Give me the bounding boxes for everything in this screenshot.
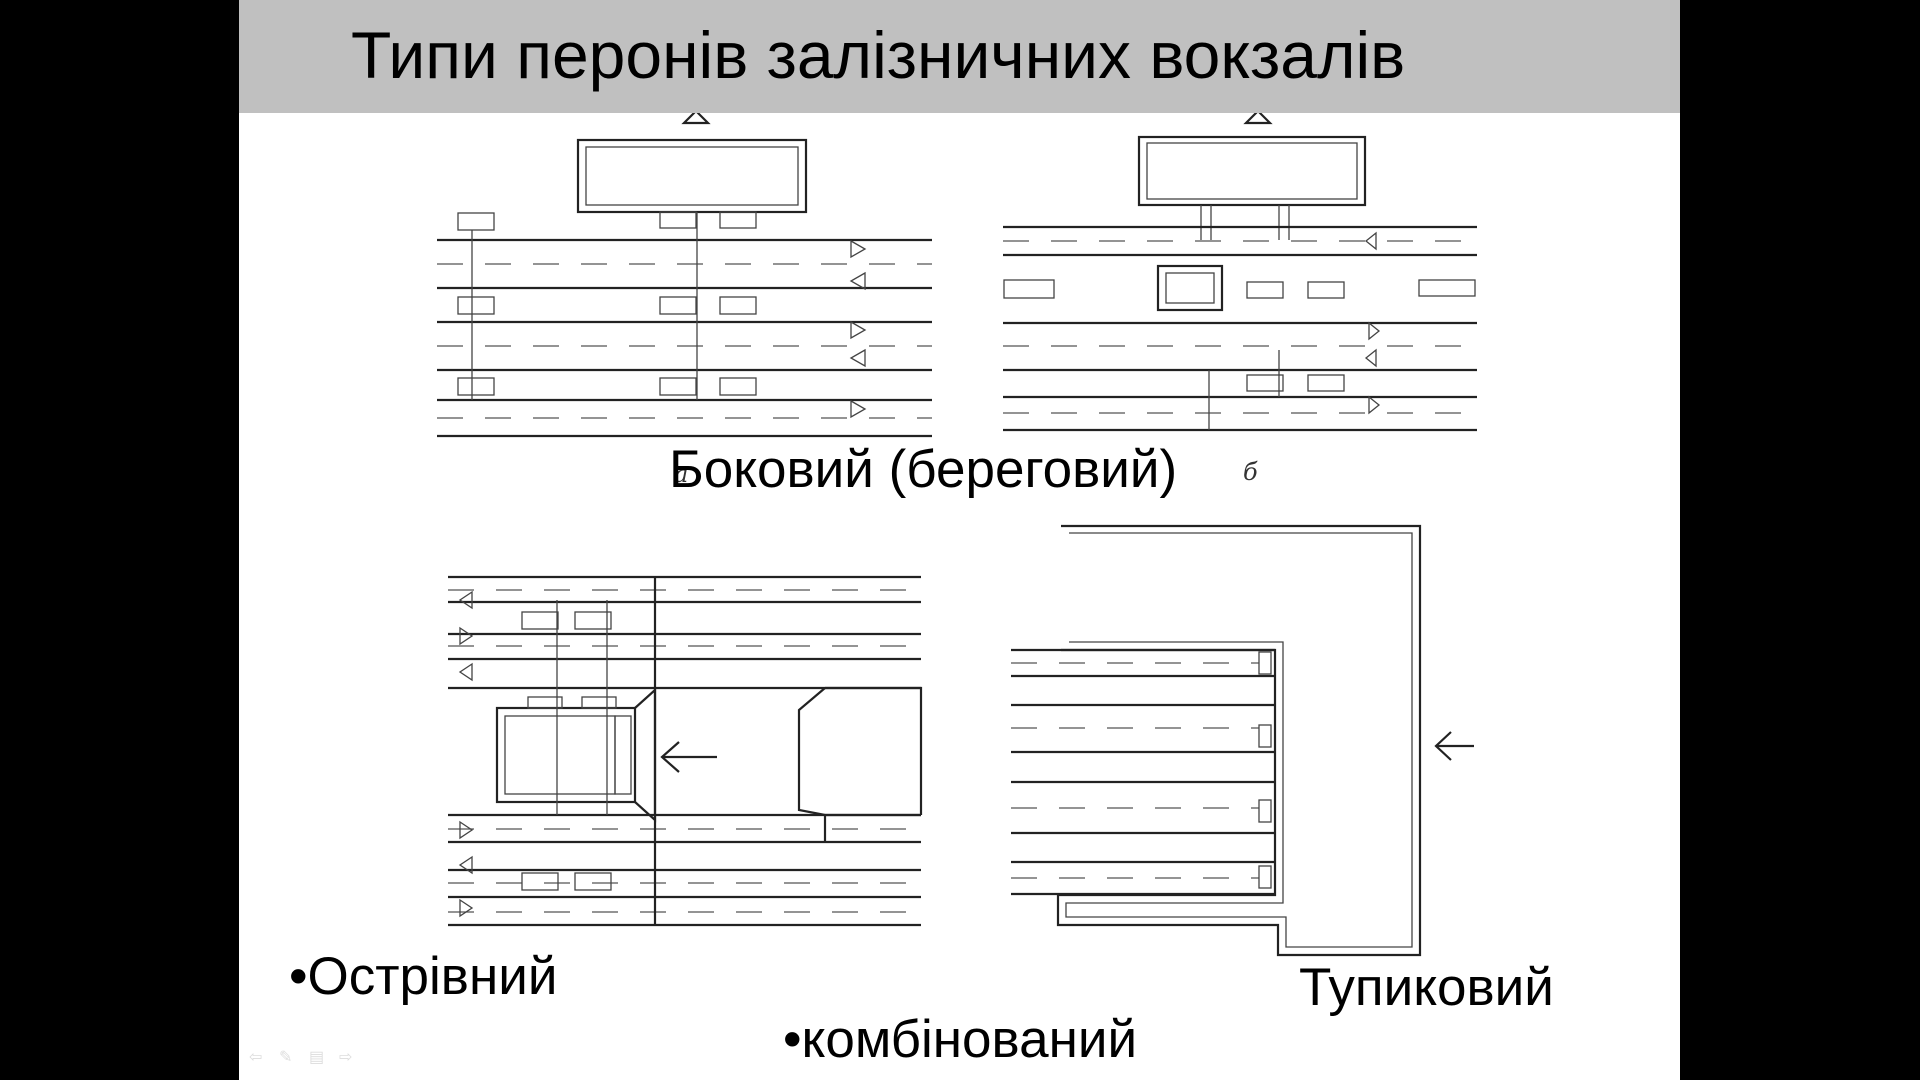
slide: Типи перонів залізничних вокзалів а б Бо… xyxy=(239,0,1680,1080)
label-side-platform: Боковий (береговий) xyxy=(669,440,1178,499)
slide-nav: ⇦ ✎ ▤ ⇨ xyxy=(249,1050,359,1066)
figure-letter-a: а xyxy=(674,460,689,488)
next-icon[interactable]: ⇨ xyxy=(339,1049,353,1066)
label-island-platform: •Острівний xyxy=(289,947,558,1006)
diagram-island xyxy=(448,575,923,927)
pen-icon[interactable]: ✎ xyxy=(279,1049,293,1066)
diagram-deadend xyxy=(1011,524,1474,957)
label-deadend-platform: Тупиковий xyxy=(1299,958,1554,1017)
platform-diagrams xyxy=(437,109,1477,957)
page-title: Типи перонів залізничних вокзалів xyxy=(351,18,1406,92)
diagram-side-b xyxy=(1003,109,1477,432)
label-combined-platform: •комбінований xyxy=(783,1010,1138,1069)
figure-letter-b: б xyxy=(1243,458,1258,486)
title-bar: Типи перонів залізничних вокзалів xyxy=(239,0,1680,113)
diagram-side-a xyxy=(437,109,932,438)
menu-icon[interactable]: ▤ xyxy=(309,1049,325,1066)
prev-icon[interactable]: ⇦ xyxy=(249,1049,263,1066)
